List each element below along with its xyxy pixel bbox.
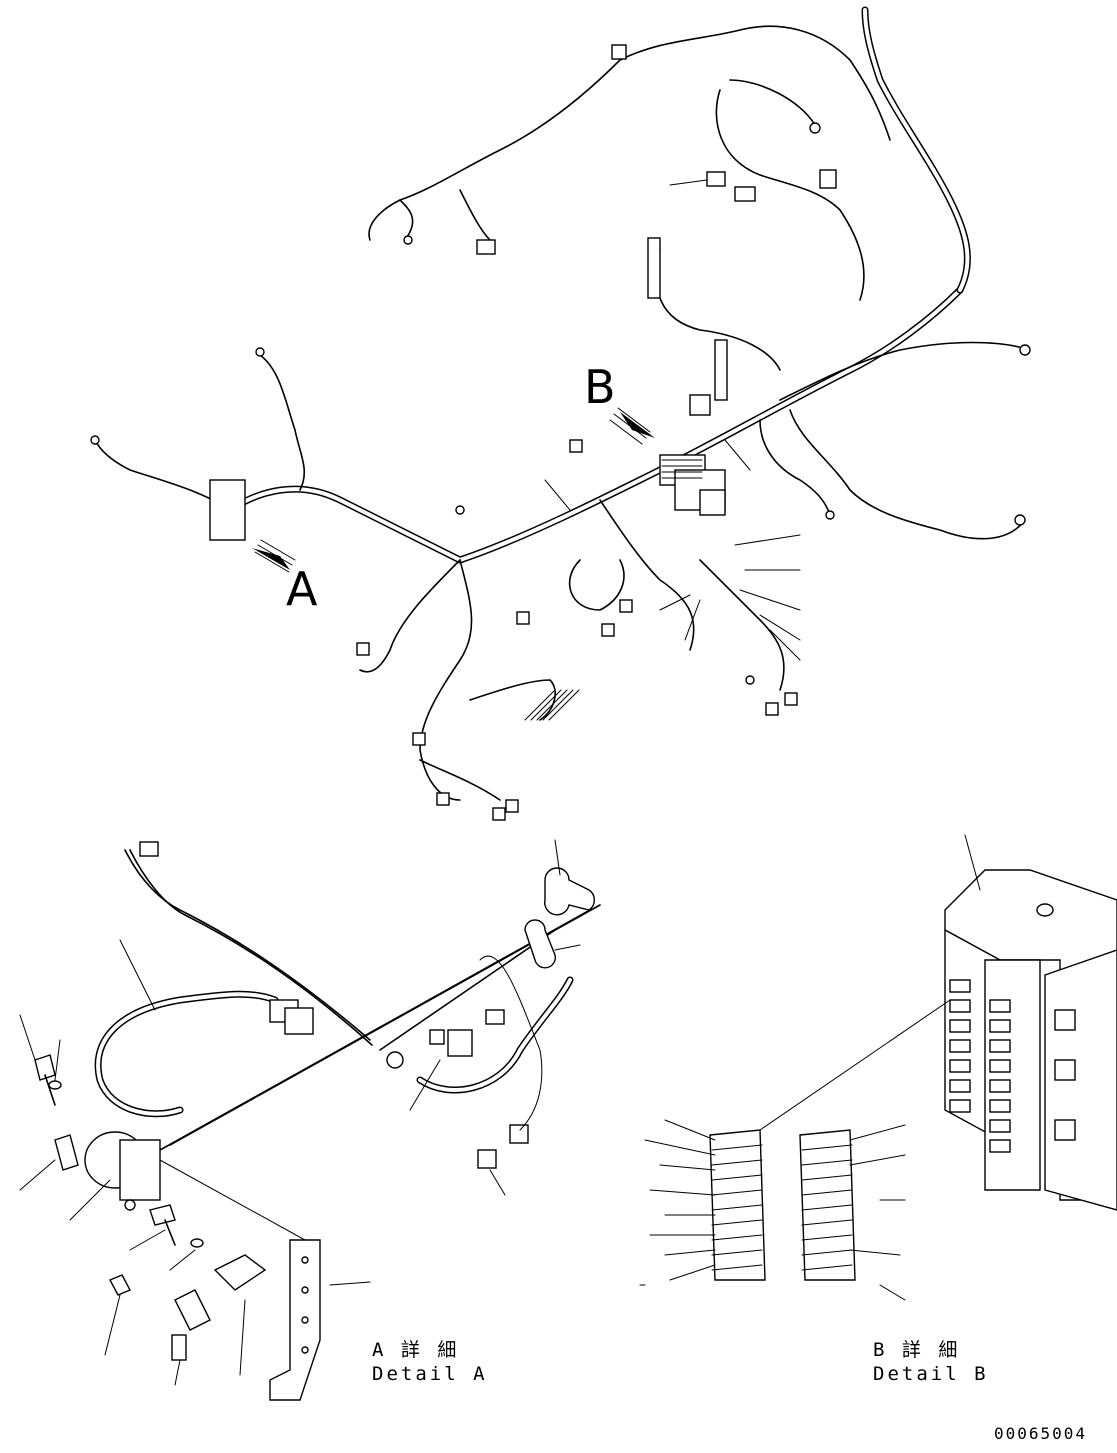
detail-a-title-jp: A 詳 細 — [372, 1339, 460, 1361]
detail-b-leader-lines — [639, 834, 981, 1301]
detail-a-title-en: Detail A — [372, 1363, 488, 1385]
detail-b-title-en: Detail B — [873, 1363, 989, 1385]
detail-b-fuse-strip-left — [709, 1129, 766, 1281]
detail-a-assembly — [19, 839, 601, 1401]
detail-a-bracket — [269, 1239, 321, 1401]
upper-right-trunk — [861, 6, 971, 294]
detail-a-leader-lines — [19, 839, 581, 1386]
fuse-box-cluster — [659, 454, 726, 516]
detail-a-long-cable — [124, 849, 373, 1046]
detail-a-right-cluster — [386, 955, 574, 1169]
detail-b-fuse-strip-right — [799, 1129, 856, 1281]
detail-a-relay-body — [84, 1131, 161, 1211]
drawing-number: 00065004 — [994, 1424, 1088, 1443]
detail-a-rods — [159, 904, 601, 1151]
center-loop-branch — [568, 499, 785, 691]
main-leader-lines — [544, 179, 801, 661]
detail-a-switch — [109, 1254, 267, 1361]
detail-a-cable-loop — [94, 990, 279, 1118]
left-branch-cable — [94, 354, 306, 511]
view-label-b: B — [584, 360, 616, 414]
main-trunk-cable — [226, 286, 964, 564]
comb-connector — [524, 689, 580, 721]
harness-connectors — [90, 44, 1031, 821]
detail-b-title-jp: B 詳 細 — [873, 1339, 961, 1361]
detail-a-fittings — [524, 867, 595, 969]
view-arrow-b — [609, 407, 655, 445]
view-label-a: A — [286, 562, 318, 616]
lower-left-branch — [359, 559, 556, 801]
view-arrow-a — [252, 539, 296, 573]
detail-b-assembly — [639, 834, 1117, 1301]
main-harness-assembly — [90, 6, 1031, 821]
right-upper-branch — [655, 79, 865, 371]
top-branch-cable — [368, 25, 891, 241]
detail-a-connector-plug — [139, 841, 314, 1035]
detail-b-fuse-slots — [949, 979, 1076, 1153]
detail-a-bolts — [34, 1054, 204, 1248]
right-lower-branch — [759, 341, 1031, 540]
detail-b-fuse-box — [944, 869, 1117, 1211]
